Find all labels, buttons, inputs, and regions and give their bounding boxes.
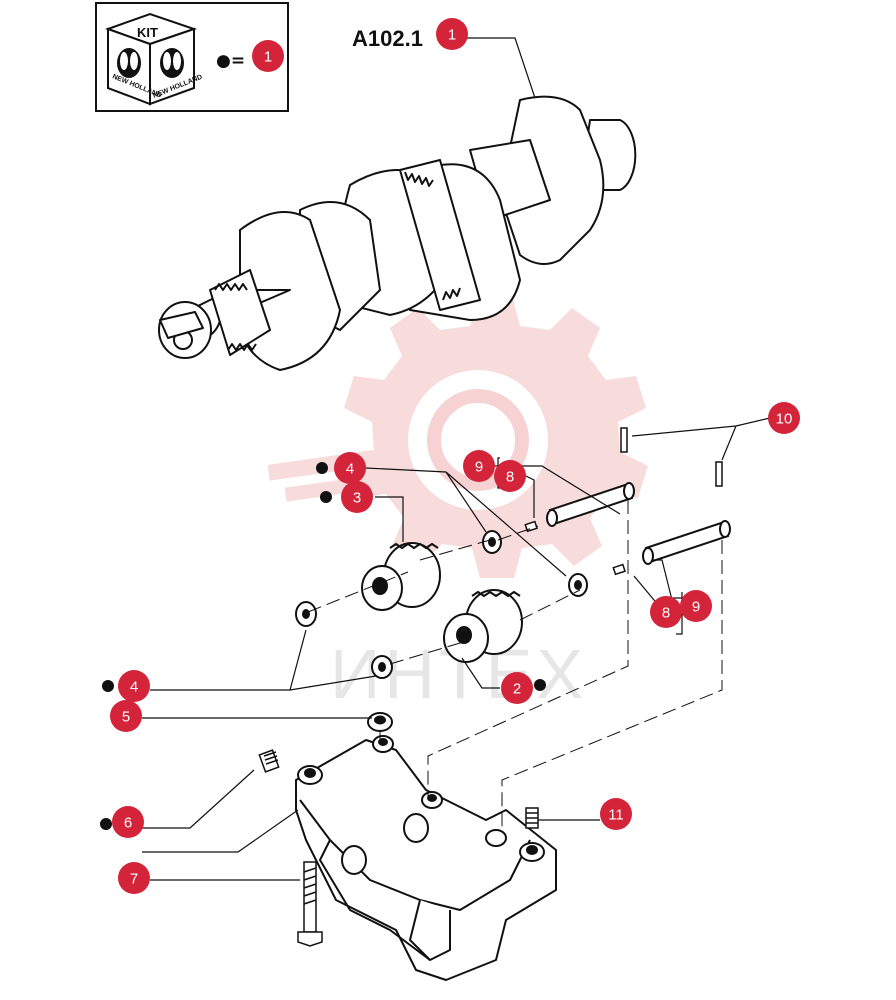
callout-c11[interactable]: 11 [600, 798, 632, 830]
new-holland-leaf-logo-right [160, 48, 184, 78]
callout-badge [501, 672, 533, 704]
stud-11 [525, 807, 539, 829]
stud-6 [258, 749, 280, 773]
crankshaft [158, 95, 637, 371]
kit-legend-callout-label: 1 [264, 49, 272, 66]
balancer-housing [295, 735, 557, 981]
callout-c10[interactable]: 10 [768, 402, 800, 434]
callout-badge [112, 806, 144, 838]
crankshaft-ring-gear [399, 159, 481, 311]
callout-c7[interactable]: 7 [118, 862, 150, 894]
callout-badge [600, 798, 632, 830]
callout-layer: 1 10 4 3 9 8 8 9 4 2 5 11 6 7 [100, 18, 800, 894]
kit-dot-marker [316, 462, 328, 474]
callout-badge [436, 18, 468, 50]
dowel-pin-10-upper [620, 427, 628, 453]
callout-label: 5 [122, 709, 130, 726]
callout-label: 2 [513, 681, 521, 698]
kit-label: KIT [137, 25, 158, 40]
callout-c4-upper[interactable]: 4 [334, 452, 366, 484]
lower-balancer-shaft-9 [642, 520, 731, 565]
callout-badge [118, 670, 150, 702]
callout-badge [110, 700, 142, 732]
callout-c4-lower[interactable]: 4 [118, 670, 150, 702]
drawing-reference: A102.1 [352, 26, 423, 51]
kit-legend-symbol: ●= [216, 51, 245, 71]
callout-label: 6 [124, 815, 132, 832]
callout-badge [463, 450, 495, 482]
callout-badge [494, 460, 526, 492]
washer-5 [367, 712, 393, 732]
callout-c5[interactable]: 5 [110, 700, 142, 732]
callout-badge [118, 862, 150, 894]
grub-screw-8-lower [612, 563, 626, 576]
callout-badge [768, 402, 800, 434]
callout-label: 9 [692, 599, 700, 616]
callout-label: 4 [346, 461, 354, 478]
callout-c3[interactable]: 3 [341, 481, 373, 513]
callout-c9-upper[interactable]: 9 [463, 450, 495, 482]
callout-label: 8 [662, 605, 670, 622]
upper-balancer-shaft-9 [546, 482, 635, 527]
callout-badge [334, 452, 366, 484]
callout-badge [341, 481, 373, 513]
callout-c1-top[interactable]: 1 [436, 18, 468, 50]
kit-dot-marker [102, 680, 114, 692]
callout-label: 1 [448, 27, 456, 44]
kit-dot-marker [100, 818, 112, 830]
crankshaft-timing-gear [209, 269, 271, 356]
callout-c6[interactable]: 6 [112, 806, 144, 838]
bolt-7 [297, 861, 323, 947]
centerlines [307, 500, 723, 830]
callout-label: 3 [353, 490, 361, 507]
kit-cube-icon: KIT NEW HOLLAND NEW HOLLAND [105, 12, 203, 106]
callout-c8-upper[interactable]: 8 [494, 460, 526, 492]
callout-label: 4 [130, 679, 138, 696]
dowel-pin-10-lower [715, 461, 723, 487]
kit-legend-box: KIT NEW HOLLAND NEW HOLLAND ●= 1 [95, 2, 289, 112]
callout-c9-lower[interactable]: 9 [680, 590, 712, 622]
callout-label: 11 [608, 807, 624, 824]
callout-label: 7 [130, 871, 138, 888]
callout-label: 8 [506, 469, 514, 486]
callout-label: 10 [776, 411, 793, 428]
kit-dot-marker [534, 679, 546, 691]
upper-gear-3 [361, 542, 441, 611]
callout-label: 9 [475, 459, 483, 476]
callout-c2[interactable]: 2 [501, 672, 533, 704]
callout-c8-lower[interactable]: 8 [650, 596, 682, 628]
kit-dot-marker [320, 491, 332, 503]
callout-badge [650, 596, 682, 628]
lower-gear-2 [443, 589, 523, 663]
kit-legend-callout[interactable]: 1 [252, 40, 284, 72]
new-holland-leaf-logo-left [117, 48, 141, 78]
callout-badge [680, 590, 712, 622]
